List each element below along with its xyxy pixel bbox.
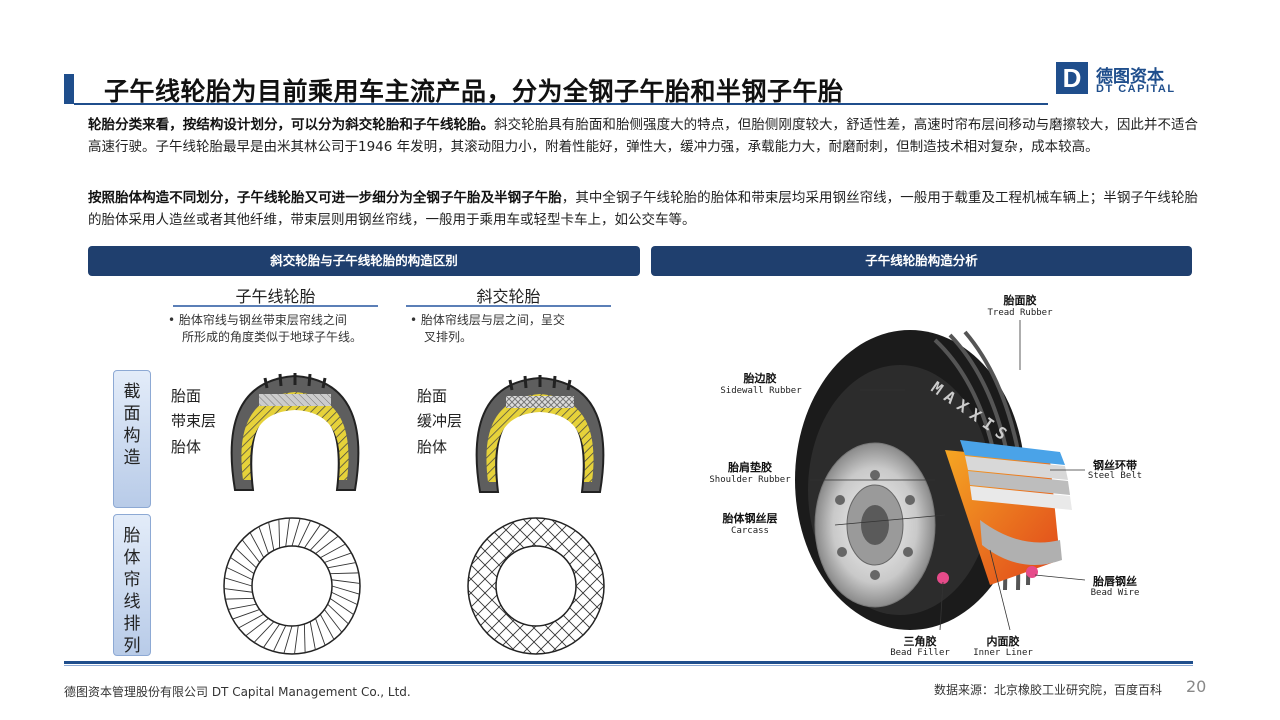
radial-title-rule xyxy=(173,305,378,307)
bias-cross-section-illustration xyxy=(475,375,605,493)
row-label-section: 截面构造 xyxy=(113,370,151,508)
part-steel-belt-cn: 钢丝环带 xyxy=(1093,459,1137,472)
part-sidewall-rubber-cn: 胎边胶 xyxy=(743,372,777,385)
radial-desc-line: 所形成的角度类似于地球子午线。 xyxy=(182,330,363,344)
row-label-cord: 胎体帘线排列 xyxy=(113,514,151,656)
paragraph-body: 斜交轮胎具有胎面和胎侧强度大的特点，但胎侧刚度较大，舒适性差，高速时帘布层间移动… xyxy=(88,117,1199,155)
radial-description: • 胎体帘线与钢丝带束层帘线之间 所形成的角度类似于地球子午线。 xyxy=(168,312,362,346)
part-bead-wire-en: Bead Wire xyxy=(1090,588,1140,598)
logo-name-cn: 德图资本 xyxy=(1096,67,1164,87)
row-label-cord-text: 胎体帘线排列 xyxy=(123,526,141,656)
radial-title: 子午线轮胎 xyxy=(235,287,316,306)
paragraph-lead: 按照胎体构造不同划分，子午线轮胎又可进一步细分为全钢子午胎及半钢子午胎 xyxy=(88,190,562,206)
bias-desc-line: • 胎体帘线层与层之间，呈交 xyxy=(410,313,565,327)
part-inner-liner-en: Inner Liner xyxy=(973,648,1033,658)
bias-label-carcass: 胎体 xyxy=(417,438,448,456)
part-bead-filler-cn: 三角胶 xyxy=(903,635,937,648)
page-number: 20 xyxy=(1186,677,1207,696)
part-carcass-en: Carcass xyxy=(731,526,769,536)
paragraph-carcass: 按照胎体构造不同划分，子午线轮胎又可进一步细分为全钢子午胎及半钢子午胎，其中全钢… xyxy=(88,187,1198,231)
bias-cord-arrangement-illustration xyxy=(467,517,605,655)
part-shoulder-rubber-en: Shoulder Rubber xyxy=(709,475,791,485)
footer-rule xyxy=(64,661,1193,664)
radial-cord-arrangement-illustration xyxy=(223,517,361,655)
tire-cutaway-illustration: MAXXIS xyxy=(795,320,1086,631)
bias-desc-line: 叉排列。 xyxy=(424,330,473,344)
page-title: 子午线轮胎为目前乘用车主流产品，分为全钢子午胎和半钢子午胎 xyxy=(104,77,844,106)
part-inner-liner-cn: 内面胶 xyxy=(986,635,1020,648)
footer-source: 数据来源：北京橡胶工业研究院，百度百科 xyxy=(934,683,1163,697)
radial-desc-line: • 胎体帘线与钢丝带束层帘线之间 xyxy=(168,313,347,327)
paragraph-lead: 轮胎分类来看，按结构设计划分，可以分为斜交轮胎和子午线轮胎。 xyxy=(88,117,495,133)
radial-cross-section-illustration xyxy=(230,373,360,491)
part-tread-rubber-en: Tread Rubber xyxy=(987,308,1053,318)
part-steel-belt-en: Steel Belt xyxy=(1087,471,1143,481)
title-underline xyxy=(74,103,1048,105)
part-bead-wire-cn: 胎唇钢丝 xyxy=(1093,575,1137,588)
right-panel-header: 子午线轮胎构造分析 xyxy=(651,246,1192,276)
radial-label-carcass: 胎体 xyxy=(171,438,202,456)
radial-label-belt: 带束层 xyxy=(171,412,217,430)
logo-mark: D xyxy=(1056,62,1088,94)
bias-label-tread: 胎面 xyxy=(417,387,448,405)
bias-title-rule xyxy=(406,305,611,307)
bias-label-breaker: 缓冲层 xyxy=(417,412,463,430)
part-carcass-cn: 胎体钢丝层 xyxy=(722,512,778,525)
part-sidewall-rubber-en: Sidewall Rubber xyxy=(720,386,802,396)
bias-description: • 胎体帘线层与层之间，呈交 叉排列。 xyxy=(410,312,565,346)
footer-company: 德图资本管理股份有限公司 DT Capital Management Co., … xyxy=(64,685,411,699)
part-bead-filler-en: Bead Filler xyxy=(890,648,950,658)
footer-rule-thin xyxy=(64,665,1193,666)
paragraph-classification: 轮胎分类来看，按结构设计划分，可以分为斜交轮胎和子午线轮胎。斜交轮胎具有胎面和胎… xyxy=(88,114,1198,158)
left-panel-header: 斜交轮胎与子午线轮胎的构造区别 xyxy=(88,246,640,276)
bias-title: 斜交轮胎 xyxy=(476,287,541,306)
part-shoulder-rubber-cn: 胎肩垫胶 xyxy=(728,461,772,474)
radial-label-tread: 胎面 xyxy=(171,387,202,405)
company-logo: D 德图资本 DT CAPITAL xyxy=(1056,62,1186,98)
logo-name-en: DT CAPITAL xyxy=(1096,83,1176,95)
paragraph-body: ，其中全钢子午线轮胎的胎体和带束层均采用钢丝帘线，一般用于载重及工程机械车辆上；… xyxy=(88,190,1198,228)
title-accent-bar xyxy=(64,74,74,104)
part-tread-rubber-cn: 胎面胶 xyxy=(1003,294,1037,307)
row-label-section-text: 截面构造 xyxy=(123,382,141,468)
